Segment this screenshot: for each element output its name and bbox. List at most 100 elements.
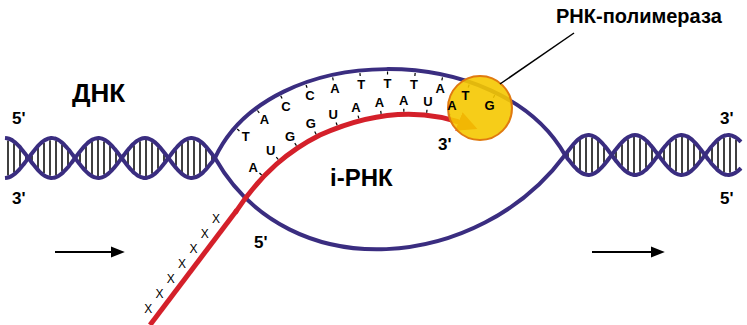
base-pair-rung: [669, 143, 671, 167]
base-pair-rung: [675, 138, 677, 171]
base-pair-rung: [103, 141, 105, 174]
rna-base: A: [249, 161, 258, 174]
tail-mark: X: [167, 273, 175, 285]
base-pair-rung: [193, 140, 195, 176]
tail-mark: X: [144, 303, 152, 315]
dna-strand: [565, 135, 741, 175]
dna-strands: [5, 69, 741, 325]
base-tick: [259, 173, 261, 175]
rna-base: A: [399, 94, 408, 107]
diagram-label: 5': [12, 110, 26, 127]
base-pair-rung: [681, 137, 683, 173]
base-tick: [387, 72, 388, 75]
base-pair-rung: [187, 141, 189, 176]
base-pair-rung: [205, 149, 207, 168]
base-pair-rung: [67, 151, 69, 165]
base-pair-rung: [729, 137, 731, 173]
base-tick: [315, 132, 316, 135]
template-base: T: [384, 77, 392, 90]
base-pair-rung: [133, 145, 135, 170]
base-tick: [426, 110, 428, 113]
base-pair-rung: [591, 138, 593, 173]
template-base: A: [260, 113, 269, 126]
template-base: T: [461, 89, 469, 102]
base-pair-rung: [711, 148, 713, 162]
diagram-label: 3': [720, 110, 734, 127]
base-tick: [305, 85, 307, 88]
tail-mark: X: [201, 228, 209, 240]
diagram-label: 3': [438, 136, 452, 153]
base-pair-rung: [157, 147, 159, 169]
base-pair-rung: [597, 141, 599, 169]
base-tick: [332, 77, 334, 80]
template-base: A: [435, 82, 444, 95]
base-pair-rung: [91, 142, 93, 174]
base-pair-rung: [735, 140, 737, 171]
tail-mark: X: [155, 288, 163, 300]
base-pair-rung: [639, 138, 641, 172]
polymerase-circle: [448, 76, 512, 140]
rna-strand: [235, 114, 470, 213]
base-pair-rung: [717, 142, 719, 169]
base-pair-rung: [49, 140, 51, 176]
diagram-label: 5': [720, 190, 734, 207]
rna-base: U: [328, 108, 337, 121]
template-base: G: [485, 99, 495, 112]
base-tick: [359, 73, 361, 76]
leader-line: [500, 33, 574, 84]
diagram-label: 3': [12, 190, 26, 207]
base-pair-rung: [621, 144, 623, 166]
base-pair-rung: [723, 138, 725, 172]
base-tick: [281, 96, 282, 99]
rna-base: A: [447, 99, 456, 112]
base-tick: [414, 73, 416, 76]
base-pair-rung: [37, 148, 39, 168]
base-pair-rung: [7, 140, 9, 175]
dna-strand: [5, 138, 215, 178]
base-pair-rung: [645, 142, 647, 167]
rna-base: U: [423, 95, 432, 108]
dna-strand: [5, 138, 215, 178]
base-pair-rung: [693, 144, 695, 167]
base-pair-rung: [573, 146, 575, 165]
base-tick: [295, 143, 297, 146]
rna-base: G: [306, 117, 316, 130]
base-pair-rung: [199, 143, 201, 173]
tail-mark: X: [178, 258, 186, 270]
base-tick: [276, 157, 278, 159]
base-pair-rung: [13, 144, 15, 173]
diagram-label: i-РНК: [330, 166, 393, 190]
base-tick: [380, 111, 382, 114]
base-pair-rung: [181, 144, 183, 172]
base-pair-rung: [43, 143, 45, 174]
base-pair-rung: [109, 146, 111, 170]
diagram-label: РНК-полимераза: [556, 6, 722, 26]
template-base: A: [330, 82, 339, 95]
base-pair-rung: [687, 139, 689, 171]
tail-mark: X: [212, 213, 220, 225]
template-base: T: [410, 78, 418, 91]
base-tick: [237, 129, 239, 131]
base-pair-rung: [633, 137, 635, 173]
base-pair-rung: [19, 149, 21, 166]
base-tick: [441, 77, 443, 80]
rna-base: A: [351, 101, 360, 114]
diagram-label: 5': [254, 234, 268, 251]
rna-base: G: [285, 130, 295, 143]
base-tick: [336, 122, 337, 125]
template-base: C: [281, 100, 290, 113]
direction-arrow: [55, 251, 122, 253]
tail-mark: X: [189, 243, 197, 255]
base-pair-rung: [627, 139, 629, 171]
base-pair-rung: [603, 147, 605, 163]
diagram-label: ДНК: [72, 80, 125, 106]
template-base: T: [357, 78, 365, 91]
base-pair-rung: [175, 150, 177, 166]
base-tick: [257, 110, 259, 112]
base-pair-rung: [61, 145, 63, 172]
base-pair-rung: [151, 142, 153, 174]
base-pair-rung: [139, 141, 141, 175]
base-pair-rung: [145, 140, 147, 176]
